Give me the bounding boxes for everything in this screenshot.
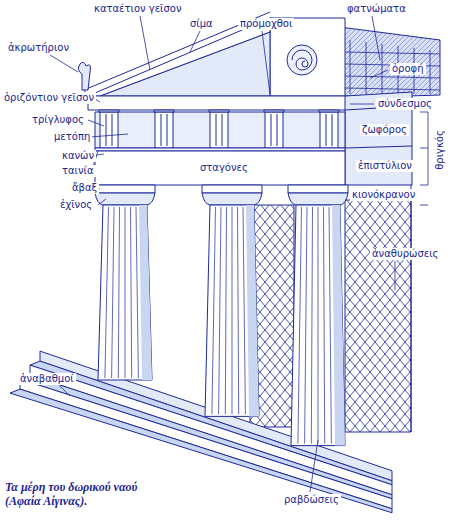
part-label: σίμα	[188, 18, 215, 30]
part-label: μετόπη	[52, 131, 92, 143]
part-label: ὁριζόντιον γεῖσον	[2, 92, 96, 104]
part-label: σταγόνες	[198, 162, 250, 174]
part-label: ἀναβαθμοί	[18, 373, 76, 385]
part-label: ταινία	[60, 165, 96, 177]
part-label: ἀκρωτήριον	[6, 42, 71, 54]
part-label: ἀναθυρώσεις	[370, 248, 440, 260]
figure-caption: Τα μέρη του δωρικού ναού (Αφαία Αίγινας)…	[5, 480, 155, 508]
part-label: ἐχῖνος	[58, 199, 94, 211]
part-label: ἄβαξ	[70, 182, 99, 194]
part-label: πρόμοχθοι	[238, 18, 294, 30]
part-label: ζωφόρος	[360, 124, 409, 136]
part-label: ὀροφή	[390, 63, 426, 75]
part-label: φατνώματα	[345, 3, 408, 15]
part-label: θριγκός	[434, 128, 446, 172]
part-label: ἐπιστύλιον	[356, 160, 414, 172]
part-label: καταέτιον γεῖσον	[92, 3, 184, 15]
part-label: ραβδώσεις	[282, 494, 341, 506]
part-label: τρίγλυφος	[30, 114, 86, 126]
part-label: κανών	[60, 150, 96, 162]
part-label: κιονόκρανον	[350, 189, 417, 201]
part-label: σύνδεσμος	[376, 98, 434, 110]
